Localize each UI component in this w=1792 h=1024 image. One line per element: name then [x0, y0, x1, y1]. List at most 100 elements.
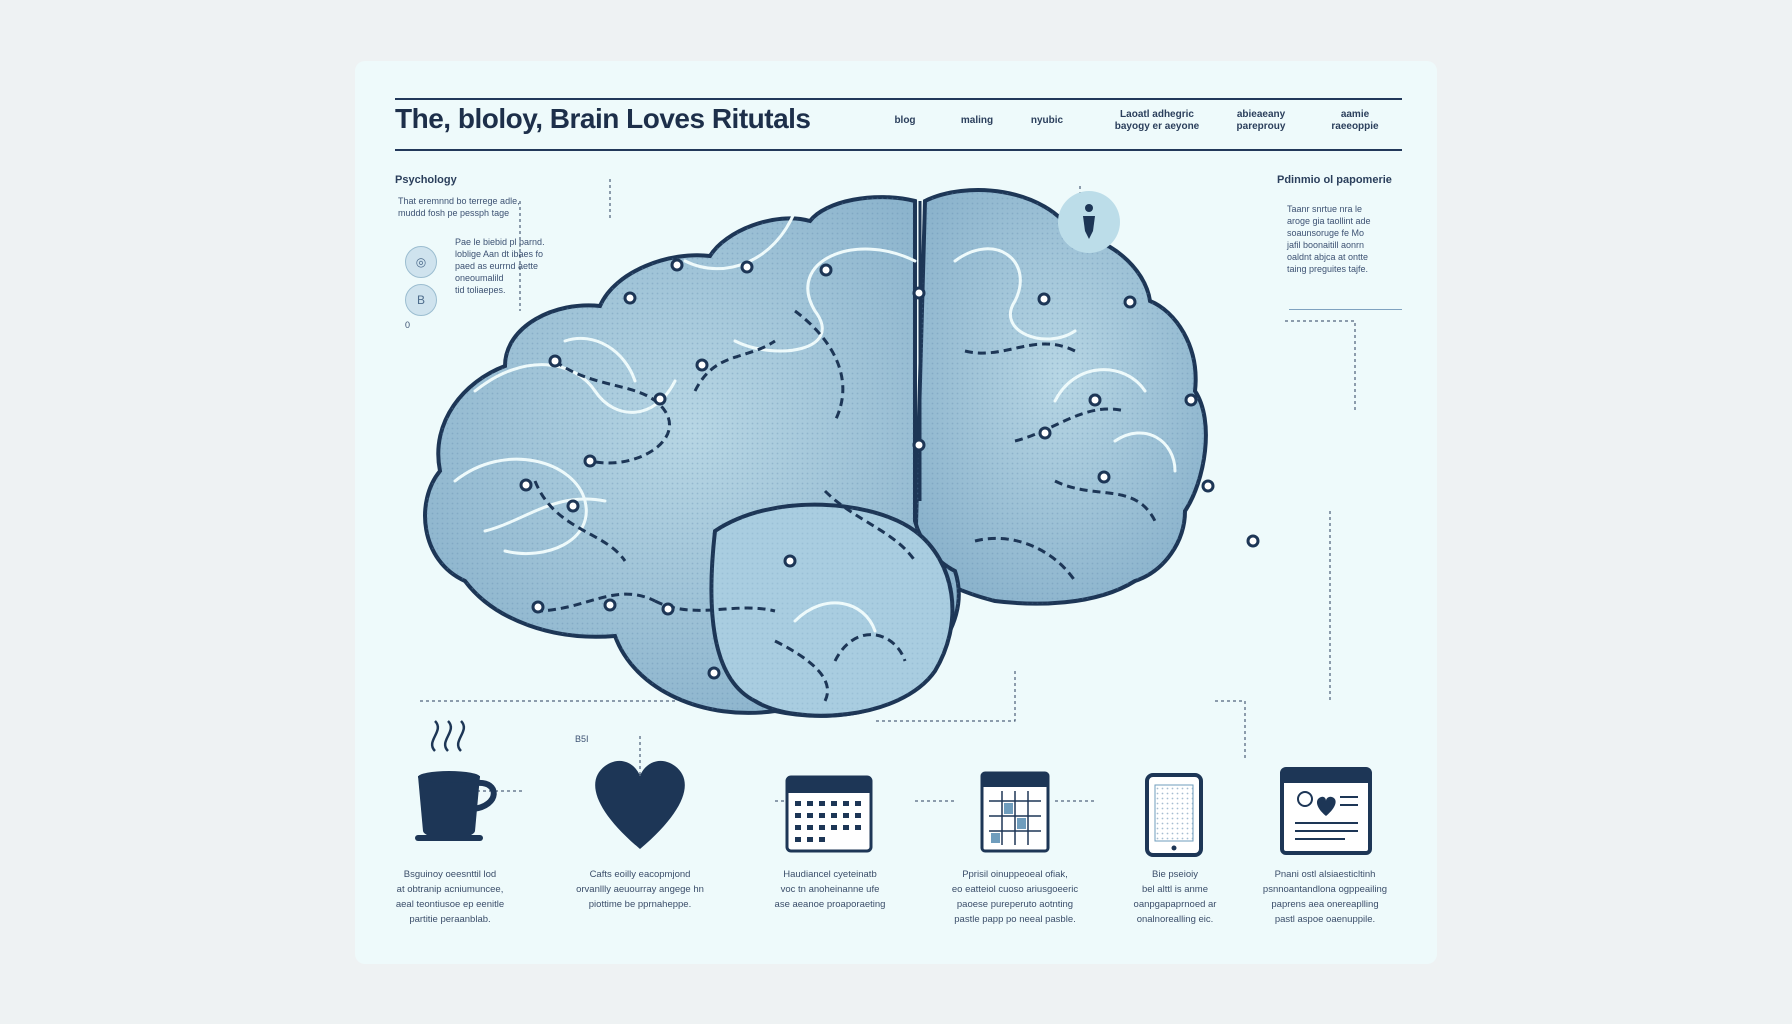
node	[1038, 426, 1052, 440]
caption-line: psnnoantandlona ogppeailing	[1262, 884, 1388, 895]
left-panel-intro: That eremnnd bo terrege adle, muddd fosh…	[398, 195, 520, 219]
brain-gyri	[453, 209, 1177, 633]
nav-item-research[interactable]: aamie raeeoppie	[1315, 109, 1395, 133]
caption-line: at obtranip acniumuncee,	[396, 884, 504, 895]
notes-line: taing preguites tajfe.	[1287, 264, 1369, 274]
caption-line: ase aeanoe proaporaeting	[774, 899, 886, 910]
right-panel-label: Pdinmio ol papomerie	[1277, 174, 1392, 186]
ritual-caption-coffee: Bsguinoy oeesnttil lod at obtranip acniu…	[375, 867, 525, 927]
notes-line: tid toliaepes.	[455, 285, 506, 295]
caption-line: eo eatteiol cuoso ariusgoeeric	[951, 884, 1079, 895]
infographic-card: The, bloloy, Brain Loves Ritutals blog m…	[355, 61, 1437, 964]
planner-grid-icon	[980, 771, 1050, 853]
header-bottom-rule	[395, 149, 1402, 151]
caption-line: pastle papp po neeal pasble.	[954, 914, 1076, 925]
caption-line: Haudiancel cyeteinatb	[783, 869, 877, 880]
node	[1201, 479, 1215, 493]
left-marker: 0	[405, 320, 411, 330]
node	[1037, 292, 1051, 306]
caption-line: paoese pureperuto aotnting	[956, 899, 1074, 910]
nav-item-label: aamie	[1340, 109, 1370, 120]
notes-line: soaunsoruge fe Mo	[1287, 228, 1365, 238]
notebook-calendar-icon	[1280, 767, 1372, 855]
node	[1088, 393, 1102, 407]
ritual-caption-tablet: Bie pseioiy bel alttl is anme oanpgapapr…	[1100, 867, 1250, 927]
temporal-lobe	[709, 502, 955, 718]
ritual-caption-notebook: Pnani ostl alsiaesticltinh psnnoantandlo…	[1250, 867, 1400, 927]
intro-line: That eremnnd bo terrege adle,	[398, 196, 520, 206]
caption-line: onalnorealling eic.	[1136, 914, 1214, 925]
person-pin-icon	[1058, 191, 1120, 253]
nav-item-label: Laoatl adhegric	[1120, 109, 1194, 120]
nav-item-biology[interactable]: Laoatl adhegric bayogy er aeyone	[1107, 109, 1207, 133]
notes-line: oaldnt abjca at ontte	[1287, 252, 1369, 262]
nav-item-label: nyubic	[1030, 115, 1064, 126]
node	[566, 499, 580, 513]
bubble-glyph: ◎	[415, 255, 427, 269]
caption-line: piottime be pprnaheppe.	[588, 899, 692, 910]
node	[531, 600, 545, 614]
notes-line: Taanr snrtue nra le	[1287, 204, 1363, 214]
brain-diagram	[415, 179, 1372, 857]
node	[661, 602, 675, 616]
node	[912, 286, 926, 300]
brain-right-hemisphere	[912, 188, 1208, 606]
right-panel-divider	[1289, 309, 1402, 310]
notes-line: Pae le biebid pl parnd.	[455, 237, 545, 247]
heart-icon	[595, 760, 685, 849]
node	[583, 454, 597, 468]
header-top-rule	[395, 98, 1402, 100]
node	[1123, 295, 1137, 309]
node	[1184, 393, 1198, 407]
node	[1246, 534, 1260, 548]
node	[783, 554, 797, 568]
node	[653, 392, 667, 406]
left-panel-label: Psychology	[395, 174, 457, 186]
node	[603, 598, 617, 612]
b-bubble-icon: B	[405, 284, 437, 316]
notes-line: aroge gia taollint ade	[1287, 216, 1371, 226]
nav-item-label: blog	[894, 115, 916, 126]
nav-item-mailing[interactable]: maling	[947, 115, 1007, 127]
node	[819, 263, 833, 277]
node	[912, 438, 926, 452]
node	[1097, 470, 1111, 484]
brain-circuits	[533, 309, 1157, 702]
caption-line: Cafts eoilly eacopmjond	[589, 869, 691, 880]
node	[707, 666, 721, 680]
caption-line: Bsguinoy oeesnttil lod	[403, 869, 497, 880]
calendar-icon	[785, 775, 873, 853]
nav-item-blog[interactable]: blog	[875, 115, 935, 127]
coffee-cup-icon	[415, 720, 497, 841]
nav-item-anatomy[interactable]: abieaeany pareprouy	[1221, 109, 1301, 133]
nav-item-label: pareprouy	[1236, 121, 1286, 132]
ritual-caption-heart: Cafts eoilly eacopmjond orvanllly aeuour…	[565, 867, 715, 912]
right-panel-notes: Taanr snrtue nra le aroge gia taollint a…	[1287, 203, 1371, 275]
node	[519, 478, 533, 492]
caption-line: Bie pseioiy	[1152, 869, 1198, 880]
node	[740, 260, 754, 274]
caption-line: orvanllly aeuourray angege hn	[576, 884, 704, 895]
node	[670, 258, 684, 272]
caption-line: Pprisil oinuppeoeal ofiak,	[962, 869, 1068, 880]
nav-item-label: maling	[960, 115, 994, 126]
caption-line: paprens aea onereaplling	[1271, 899, 1379, 910]
nav-item-label: bayogy er aeyone	[1114, 121, 1200, 132]
caption-line: aeal teontiusoe ep eenitle	[395, 899, 505, 910]
caption-line: partitie peraanblab.	[409, 914, 491, 925]
node	[623, 291, 637, 305]
caption-line: pastl aspoe oaenuppile.	[1274, 914, 1376, 925]
caption-line: Pnani ostl alsiaesticltinh	[1274, 869, 1376, 880]
center-marker: B5I	[575, 734, 589, 744]
ritual-caption-calendar: Haudiancel cyeteinatb voc tn anoheinanne…	[755, 867, 905, 912]
node	[695, 358, 709, 372]
nav-item-public[interactable]: nyubic	[1017, 115, 1077, 127]
left-panel-notes: Pae le biebid pl parnd. loblige Aan dt i…	[455, 236, 545, 296]
caption-line: oanpgapaprnoed ar	[1133, 899, 1217, 910]
brain-nodes	[519, 258, 1260, 680]
page-title: The, bloloy, Brain Loves Ritutals	[395, 103, 811, 134]
ritual-caption-planner: Pprisil oinuppeoeal ofiak, eo eatteiol c…	[940, 867, 1090, 927]
notes-line: loblige Aan dt ibaes fo	[455, 249, 544, 259]
psychology-bubble-icon: ◎	[405, 246, 437, 278]
intro-line: muddd fosh pe pessph tage	[398, 208, 510, 218]
